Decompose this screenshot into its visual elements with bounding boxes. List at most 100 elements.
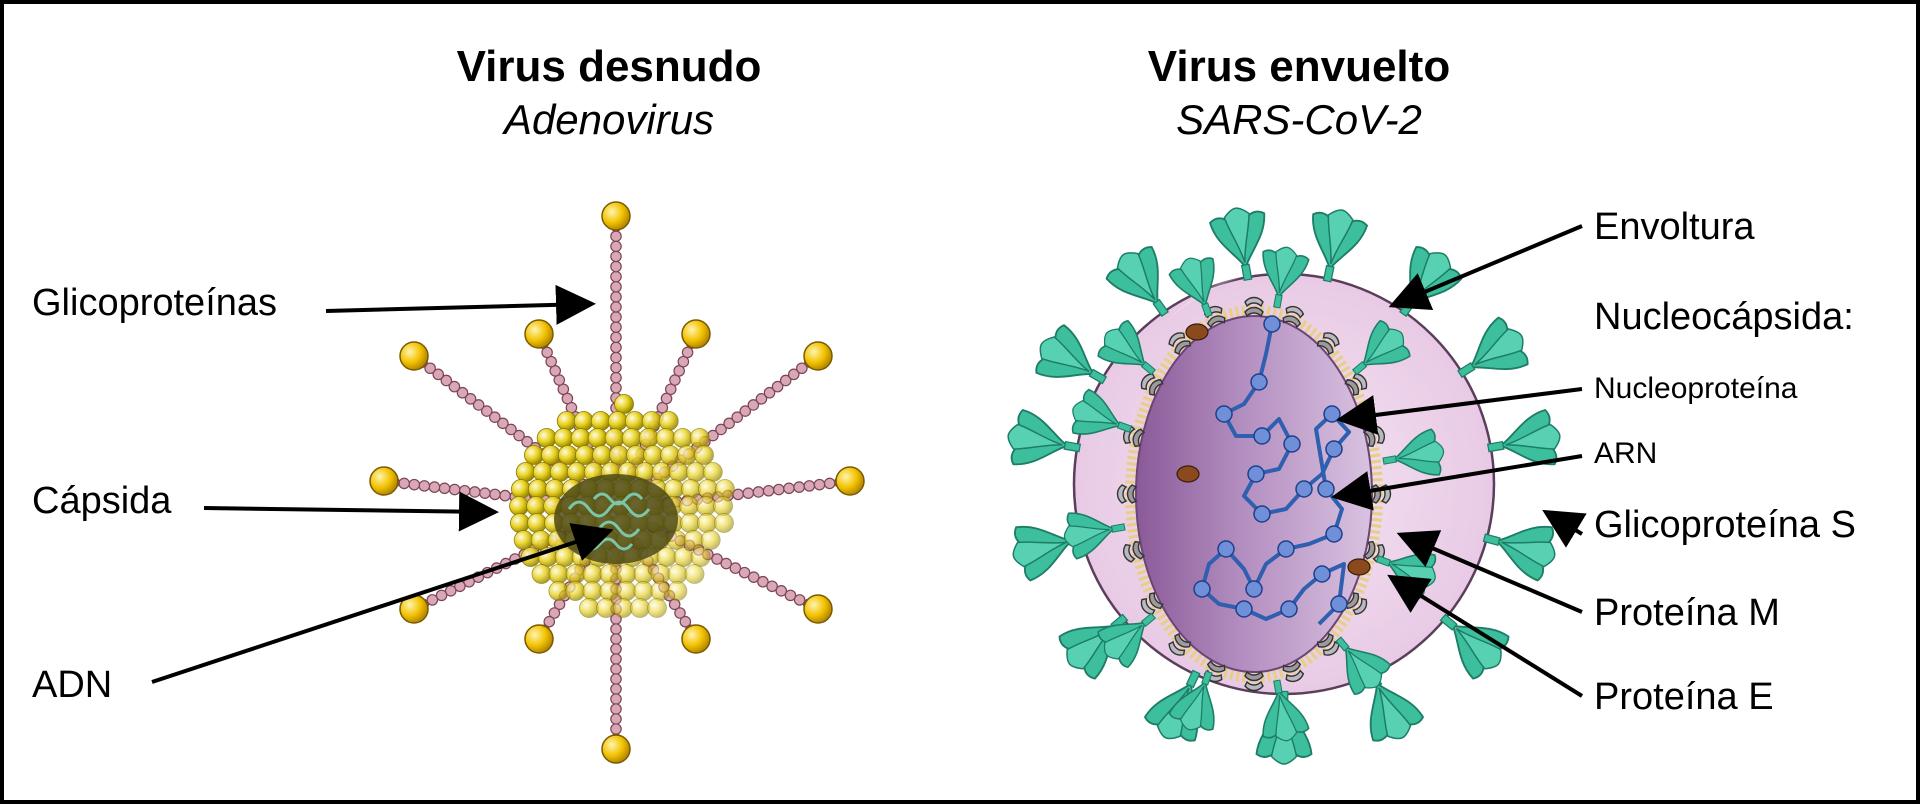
capsid-bead [528,479,548,499]
capsid-bead [673,547,694,567]
fiber-knob [399,341,429,371]
fiber-bead [464,393,477,405]
nucleoprotein-bead [1247,465,1265,483]
adenovirus-illustration [369,201,865,764]
fiber-bead [426,594,439,606]
capsid-bead [513,530,534,550]
nucleoprotein-bead [1330,595,1348,613]
capsid-bead [650,564,671,584]
fiber-bead [715,423,727,436]
fiber-bead [428,481,441,493]
fiber-bead [763,386,776,399]
fiber-bead [489,488,501,501]
nucleoprotein-bead [1325,440,1343,458]
nucleoprotein-bead [1193,580,1211,598]
capsid-bead [626,445,646,465]
arrow-capsid [203,491,499,532]
fiber-knob [524,624,554,654]
enveloped-virus-title-block: Virus envuelto SARS-CoV-2 [1094,42,1504,144]
fiber-bead [656,401,669,414]
fiber-bead [679,615,692,628]
fiber-bead [610,371,622,384]
capsid-bead [541,445,561,465]
fiber-knob [524,319,554,349]
fiber-bead [720,557,732,570]
fiber-knob [601,734,631,764]
label-dna: ADN [32,664,113,706]
capsid-bead [570,428,591,448]
fiber-knob [681,624,711,654]
label-capsid: Cápsida [32,480,172,522]
fiber-bead [729,562,742,574]
capsid-bead [599,564,620,584]
capsid-bead [536,428,557,448]
nucleoprotein-bead [1253,427,1271,445]
nucleoprotein-bead [1250,373,1268,391]
nucleoprotein-bead [1313,565,1331,583]
nucleoprotein-bead [1277,540,1295,558]
fiber-bead [669,374,681,386]
capsid-bead [667,564,688,584]
capsid-bead [573,411,594,431]
label-glycoproteins: Glicoproteínas [32,282,278,324]
fiber-bead [480,405,493,417]
capsid-bead [548,564,569,584]
capsid-bead [582,564,603,584]
capsid-bead [668,462,689,482]
capsid-bead [638,428,659,448]
fiber-bead [610,270,622,283]
label-rna: ARN [1594,437,1658,470]
fiber-bead [752,486,765,498]
capsid-bead [630,598,650,618]
fiber-bead [739,405,752,417]
capsid-bead [698,479,718,499]
arrow-protein-m [1396,530,1583,614]
capsid-bead [553,428,574,448]
fiber-bead [610,260,622,273]
fiber-bead [771,380,784,393]
fiber-bead [444,585,457,597]
fiber-bead [783,482,795,495]
fiber-bead [513,429,525,442]
capsid-bead [599,581,620,601]
capsid-bead [684,564,705,584]
label-protein-e: Proteína E [1594,676,1774,718]
fiber-bead [803,480,816,492]
fiber-bead [499,489,511,502]
fiber-bead [610,250,622,263]
capsid-bead [697,513,717,533]
naked-virus-title-block: Virus desnudo Adenovirus [404,42,814,144]
fiber-bead [610,633,622,645]
fiber-bead [435,589,448,602]
label-protein-m: Proteína M [1594,592,1780,634]
arrow-nucleoprotein [1336,387,1583,435]
fiber-bead [610,643,622,655]
arrow-spike [1542,509,1587,548]
nucleoprotein-bead [1295,480,1313,498]
fiber-bead [738,566,751,579]
spike-glycoprotein [1299,203,1371,288]
fiber-bead [472,399,485,411]
fiber-bead [610,280,622,293]
fiber-bead [610,311,622,323]
fiber-bead [440,374,453,387]
enveloped-virus-title: Virus envuelto [1147,42,1451,91]
sars-cov-2-illustration [1002,202,1566,765]
fiber-knob [803,341,833,371]
capsid-bead [596,598,616,618]
fiber-bead [757,575,769,588]
fiber-bead [448,483,461,496]
fiber-knob [601,201,631,231]
nucleoprotein-bead [1215,405,1233,423]
capsid-bead [609,445,629,465]
fiber-bead [505,423,517,436]
spike-glycoprotein [1207,202,1276,286]
capsid-bead [527,513,547,533]
capsid-bead [641,411,662,431]
capsid-bead [658,411,679,431]
diagram-art [151,201,1587,765]
capsid-bead [515,462,536,482]
nucleoprotein-bead [1323,405,1341,423]
fiber-bead [488,411,501,423]
fiber-bead [456,386,469,399]
